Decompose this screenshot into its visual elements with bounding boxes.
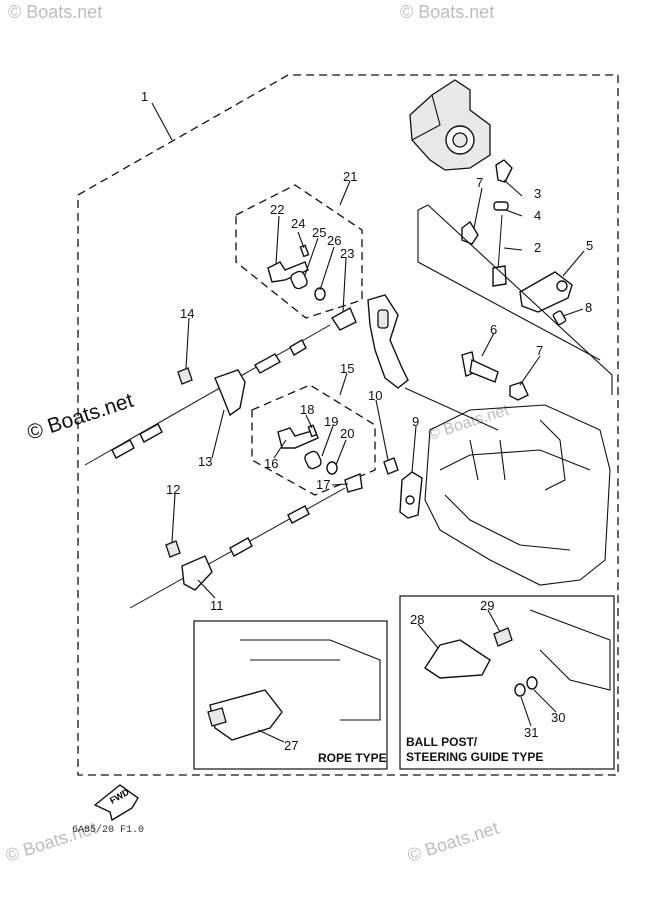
upper-cable xyxy=(84,307,357,466)
steering-guide-arm xyxy=(367,294,409,389)
group-21-parts xyxy=(267,244,326,301)
group-15-parts xyxy=(277,424,363,493)
callout-30: 30 xyxy=(551,710,565,725)
ball-post-box: BALL POST/ STEERING GUIDE TYPE xyxy=(399,595,615,770)
callout-8: 8 xyxy=(585,300,592,315)
diagram-code: 6A85/20 F1.0 xyxy=(72,824,144,836)
link-plane-line-2 xyxy=(417,210,601,361)
callout-2: 2 xyxy=(534,240,541,255)
callout-13: 13 xyxy=(198,454,212,469)
callout-27: 27 xyxy=(284,738,298,753)
callout-14: 14 xyxy=(180,306,194,321)
part-9-hole xyxy=(405,495,415,505)
watermark-top-left: © Boats.net xyxy=(8,2,102,22)
part-9-plate xyxy=(399,471,423,519)
callout-9: 9 xyxy=(412,414,419,429)
callout-3: 3 xyxy=(534,186,541,201)
watermark-top-right: © Boats.net xyxy=(400,2,494,22)
leader-lines xyxy=(151,102,585,743)
callout-10: 10 xyxy=(368,388,382,403)
callout-20: 20 xyxy=(340,426,354,441)
group-21-outline xyxy=(235,184,363,319)
rope-type-label: ROPE TYPE xyxy=(318,751,387,765)
callout-23: 23 xyxy=(340,246,354,261)
part-10-bolt xyxy=(383,457,399,475)
engine-bracket xyxy=(409,79,491,171)
callout-12: 12 xyxy=(166,482,180,497)
ball-post-label-2: STEERING GUIDE TYPE xyxy=(406,750,543,764)
callout-7-upper: 7 xyxy=(476,175,483,190)
callout-labels: 1 2 3 4 5 6 7 7 8 9 10 11 12 13 14 15 16… xyxy=(141,89,593,753)
callout-11: 11 xyxy=(210,598,224,613)
callout-21: 21 xyxy=(343,169,357,184)
callout-29: 29 xyxy=(480,598,494,613)
watermark-main: © Boats.net xyxy=(24,389,136,445)
callout-16: 16 xyxy=(264,456,278,471)
part-7-collar xyxy=(509,381,529,401)
part-6-bolt xyxy=(461,351,499,383)
part-14-screw xyxy=(177,367,193,385)
callout-1: 1 xyxy=(141,89,148,104)
guide-line xyxy=(404,387,499,431)
callout-26: 26 xyxy=(327,233,341,248)
callout-15: 15 xyxy=(340,361,354,376)
ball-post-label-1: BALL POST/ xyxy=(406,735,478,749)
callout-31: 31 xyxy=(524,725,538,740)
fwd-arrow: FWD xyxy=(93,784,139,822)
part-13-bracket xyxy=(214,369,246,417)
callout-22: 22 xyxy=(270,202,284,217)
callout-24: 24 xyxy=(291,216,305,231)
callout-28: 28 xyxy=(410,612,424,627)
callout-17: 17 xyxy=(316,477,330,492)
assembly-outline xyxy=(77,74,619,776)
callout-7-lower: 7 xyxy=(536,343,543,358)
callout-4: 4 xyxy=(534,208,541,223)
link-plane-line xyxy=(417,204,613,395)
callout-18: 18 xyxy=(300,402,314,417)
lower-cable xyxy=(129,487,346,609)
group-15-outline xyxy=(251,384,376,496)
callout-25: 25 xyxy=(312,225,326,240)
lower-casing xyxy=(424,404,611,586)
watermark-bottom-right: © Boats.net xyxy=(405,818,501,866)
callout-6: 6 xyxy=(490,322,497,337)
rope-type-box: ROPE TYPE xyxy=(193,620,388,770)
callout-19: 19 xyxy=(324,414,338,429)
callout-5: 5 xyxy=(586,238,593,253)
